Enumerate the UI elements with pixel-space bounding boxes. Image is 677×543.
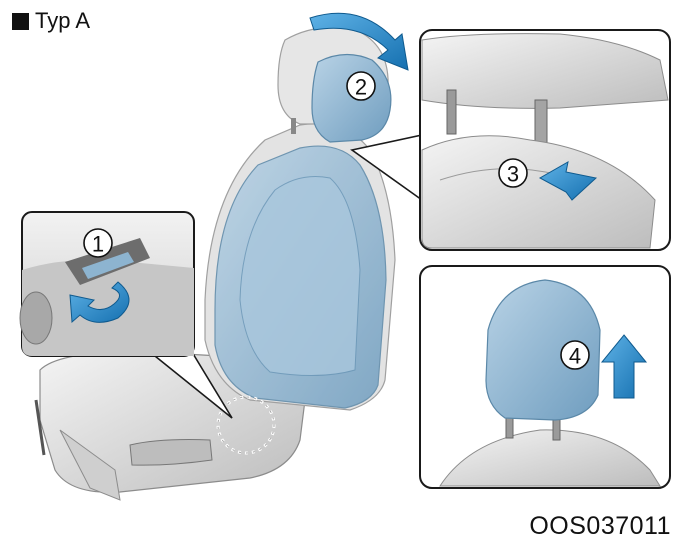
lift-headrest-arrow-icon	[600, 334, 648, 399]
step-number-3: 3	[507, 162, 519, 187]
variant-label-text: Typ A	[35, 8, 91, 33]
figure-code: OOS037011	[529, 512, 671, 540]
main-seat	[34, 26, 396, 501]
step-number-4: 4	[569, 344, 581, 369]
press-button-arrow-icon	[538, 161, 598, 201]
inset-panel-release-button	[350, 29, 671, 251]
step-badge-2: 2	[346, 71, 376, 101]
inset-panel-lever	[19, 211, 233, 419]
tilt-arrow-icon	[309, 12, 409, 71]
step-badge-3: 3	[498, 158, 528, 188]
step-badge-4: 4	[560, 340, 590, 370]
marker-square-icon	[12, 12, 29, 30]
step-number-2: 2	[355, 75, 367, 100]
variant-label: Typ A	[12, 8, 90, 34]
step-number-1: 1	[92, 232, 104, 257]
inset-panel-remove-headrest	[419, 265, 671, 489]
step-badge-1: 1	[83, 228, 113, 258]
pull-lever-arrow-icon	[69, 281, 130, 324]
